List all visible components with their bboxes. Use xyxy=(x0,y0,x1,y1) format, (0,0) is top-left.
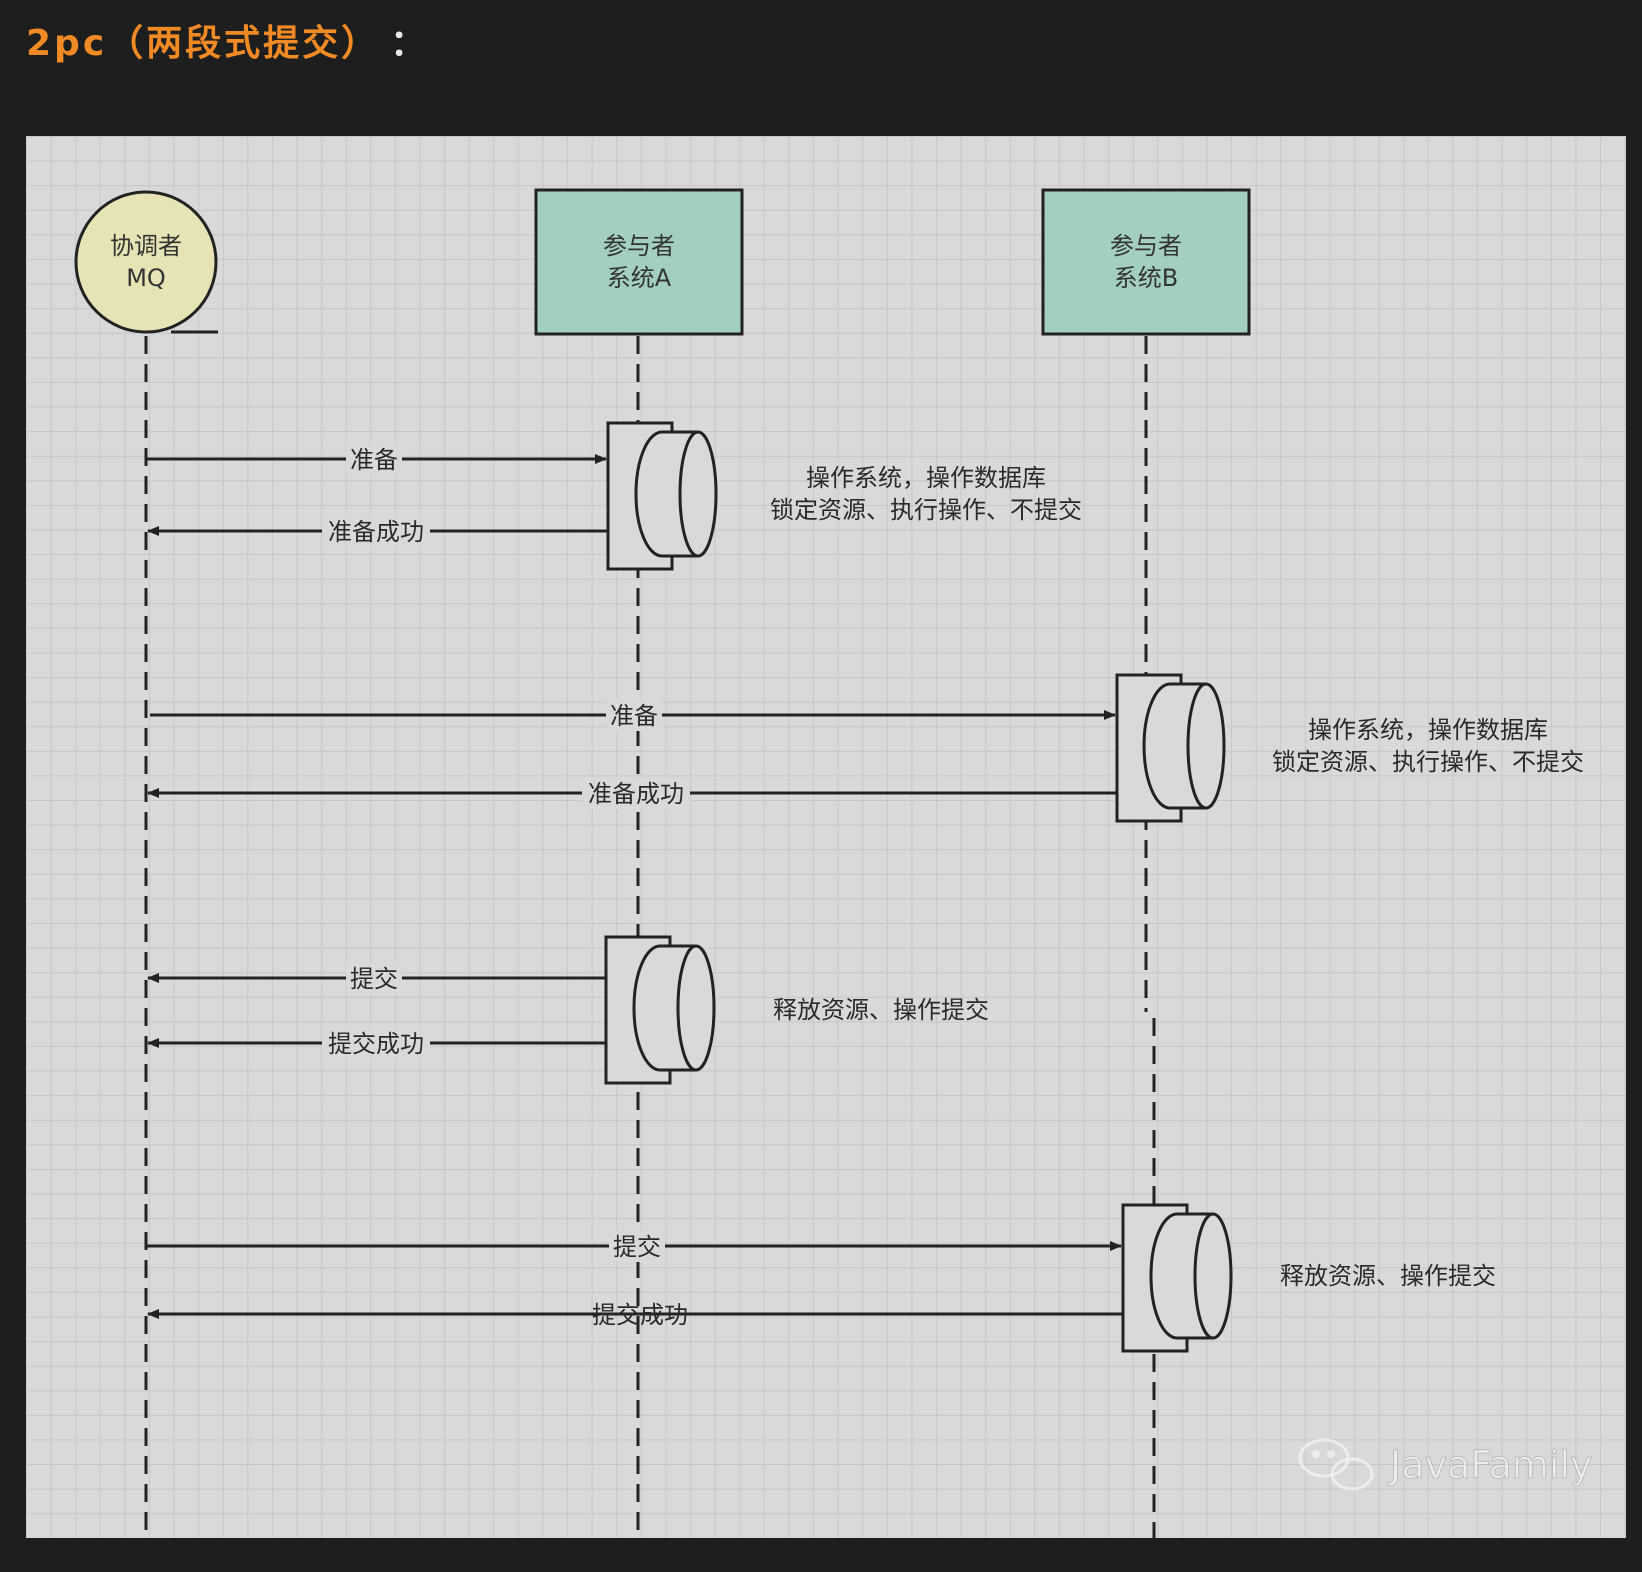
note-b-commit: 释放资源、操作提交 xyxy=(1280,1262,1496,1290)
note-b-prepare-line1: 操作系统，操作数据库 xyxy=(1308,716,1548,744)
participant-a-label-line1: 参与者 xyxy=(603,232,675,260)
note-b-prepare-line2: 锁定资源、执行操作、不提交 xyxy=(1272,748,1584,776)
coordinator-node: 协调者 MQ xyxy=(74,190,218,334)
participant-b-node: 参与者 系统B xyxy=(1041,188,1251,336)
coordinator-label-line1: 协调者 xyxy=(110,232,182,260)
label-b-prepare: 准备 xyxy=(610,702,658,730)
watermark-text: JavaFamily xyxy=(1388,1443,1593,1487)
watermark: JavaFamily xyxy=(1298,1438,1593,1491)
label-b-prepare-ok: 准备成功 xyxy=(588,780,684,808)
activation-a-prepare xyxy=(606,421,718,571)
label-b-commit-ok: 提交成功 xyxy=(592,1301,688,1329)
note-a-prepare-line1: 操作系统，操作数据库 xyxy=(806,464,1046,492)
wechat-icon xyxy=(1298,1438,1374,1491)
label-a-commit: 提交 xyxy=(350,965,398,993)
heading-title: 2pc（两段式提交） xyxy=(26,23,363,64)
coordinator-label-line2: MQ xyxy=(126,264,166,292)
activation-b-prepare xyxy=(1115,673,1226,823)
participant-b-label-line2: 系统B xyxy=(1114,264,1178,292)
participant-a-label-line2: 系统A xyxy=(607,264,672,292)
sequence-diagram: 协调者 MQ 参与者 系统A 参与者 系统B xyxy=(26,136,1626,1538)
diagram-canvas: 协调者 MQ 参与者 系统A 参与者 系统B xyxy=(74,188,1593,1538)
note-a-prepare-line2: 锁定资源、执行操作、不提交 xyxy=(770,496,1082,524)
label-a-commit-ok: 提交成功 xyxy=(328,1030,424,1058)
heading-colon: ： xyxy=(390,23,430,64)
page-heading: 2pc（两段式提交） ： xyxy=(26,14,429,66)
label-b-commit: 提交 xyxy=(613,1233,661,1261)
note-a-commit: 释放资源、操作提交 xyxy=(773,996,989,1024)
label-a-prepare-ok: 准备成功 xyxy=(328,518,424,546)
participant-a-node: 参与者 系统A xyxy=(534,188,744,336)
activation-a-commit xyxy=(604,935,716,1085)
participant-b-label-line1: 参与者 xyxy=(1110,232,1182,260)
label-a-prepare: 准备 xyxy=(350,446,398,474)
activation-b-commit xyxy=(1121,1203,1233,1353)
